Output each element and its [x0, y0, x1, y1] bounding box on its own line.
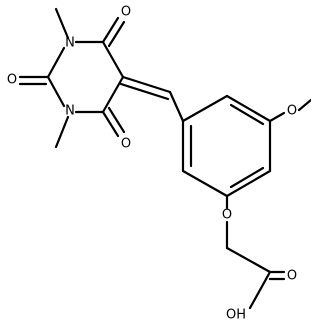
atom-o-bottom: O [121, 137, 131, 152]
bond-c2-n1 [46, 46, 66, 79]
bond-ch-ring [168, 90, 185, 123]
bond-ring-5-6 [181, 169, 229, 198]
bond-c6-c5 [101, 40, 125, 79]
atom-o-ether: O [222, 208, 232, 223]
bond-c4-o-double-a [101, 110, 120, 138]
bond-n1-methyl [54, 7, 70, 40]
bond-c5-c4 [101, 75, 125, 114]
bonds [18, 7, 311, 310]
atom-o-carbonyl: O [287, 269, 297, 284]
atom-oh: OH [226, 308, 246, 323]
atom-o-methoxy: O [287, 104, 297, 119]
bond-ring-2-3-inner [229, 103, 265, 126]
atom-o-top: O [121, 5, 131, 20]
bond-o-methoxy-ch3 [297, 98, 311, 112]
bond-n3-c2 [46, 75, 66, 108]
bond-c6-o-double-a [101, 16, 120, 44]
bond-n3-methyl [54, 115, 70, 149]
bond-c4-o-double-b [107, 106, 126, 134]
atom-o-left: O [7, 73, 17, 88]
bond-ch2-carboxyl [225, 246, 272, 274]
bond-ring-1-2 [181, 94, 229, 123]
bond-ring-4-5-inner [229, 166, 265, 189]
bond-c6-o-double-b [107, 20, 126, 48]
atom-n1: N [65, 36, 75, 51]
bond-ring-2-3 [225, 94, 272, 123]
bond-ring-4-5 [225, 169, 272, 198]
atom-n3: N [65, 104, 75, 119]
bond-carboxyl-oh [248, 270, 272, 310]
molecule-structure-diagram: N N O O O O O O OH [7, 5, 311, 323]
bond-ring-o-methoxy [268, 111, 286, 123]
atom-labels: N N O O O O O O OH [7, 5, 297, 323]
bond-c5-ch-double-a [121, 75, 172, 94]
bond-c5-ch-double-b [119, 82, 170, 101]
